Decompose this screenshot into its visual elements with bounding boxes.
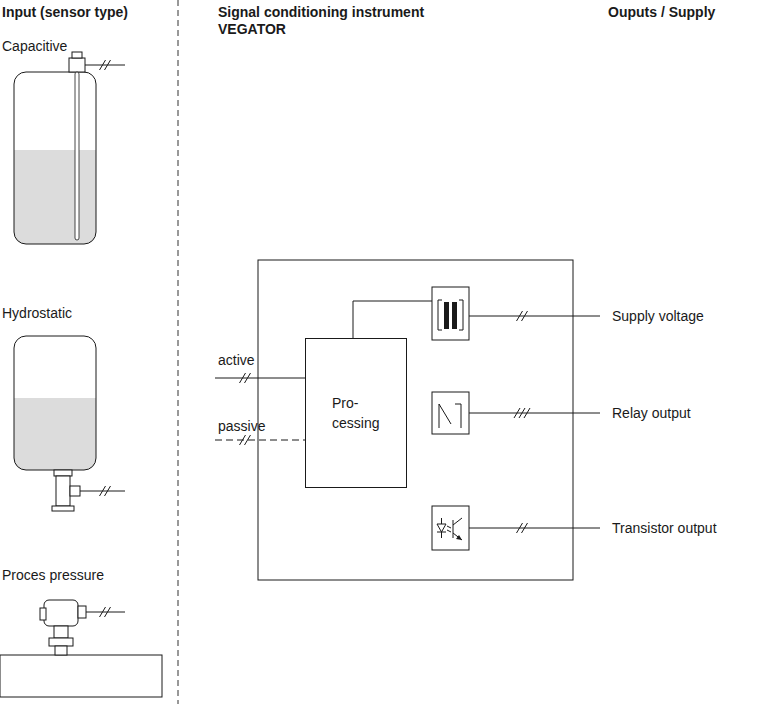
wire-count-tick (100, 607, 106, 617)
sensor-type: Hydrostatic (2, 305, 72, 322)
wire-count-tick (240, 373, 246, 383)
wire-count-tick (100, 486, 106, 496)
internal-wire (353, 301, 432, 338)
supply-wire (469, 316, 600, 317)
hydrostatic-tank (14, 336, 125, 511)
wire-count-tick (245, 373, 251, 383)
active-input-wire (215, 378, 305, 379)
passive-input-wire (215, 440, 305, 441)
wire-count-tick (240, 435, 246, 445)
instrument-housing (258, 260, 573, 580)
pressure-transmitter (0, 600, 162, 697)
wire-count-tick (522, 311, 528, 321)
wire-count-tick (514, 408, 520, 418)
sensor-type: Capacitive (2, 38, 67, 55)
wire-count-tick (519, 408, 525, 418)
wire-count-tick (105, 486, 111, 496)
relay-wire (469, 413, 600, 414)
optocoupler-symbol (432, 506, 469, 550)
wire-count-tick (105, 607, 111, 617)
wire-count-tick (105, 60, 111, 70)
column-heading: Input (sensor type) (2, 4, 128, 21)
output-label: Supply voltage (612, 308, 704, 325)
wire-count-tick (100, 60, 106, 70)
sensor-type: Proces pressure (2, 567, 104, 584)
processing-box: Pro- cessing (305, 338, 407, 488)
input-mode: active (218, 352, 255, 369)
node-text: Pro- cessing (306, 393, 404, 433)
transformer-symbol (432, 287, 469, 340)
relay-contact-symbol (432, 392, 469, 434)
wire-count-tick (517, 311, 523, 321)
wire-count-tick (522, 523, 528, 533)
column-heading: Ouputs / Supply (608, 4, 715, 21)
output-label: Transistor output (612, 520, 717, 537)
wire-count-tick (524, 408, 530, 418)
column-separator (178, 0, 179, 704)
wire-count-tick (245, 435, 251, 445)
wire-count-tick (517, 523, 523, 533)
input-mode: passive (218, 418, 265, 435)
column-heading: Signal conditioning instrument VEGATOR (218, 4, 468, 38)
transistor-wire (469, 528, 600, 529)
output-label: Relay output (612, 405, 691, 422)
capacitive-tank (14, 52, 125, 244)
